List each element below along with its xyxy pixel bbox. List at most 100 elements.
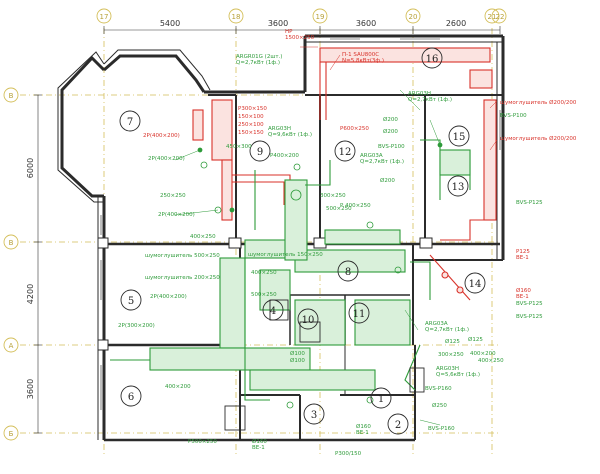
duct-label: шумоглушитель 200×250 <box>145 275 220 281</box>
dim-label: 6000 <box>26 158 35 178</box>
duct-label: 2Р(400×200) <box>158 212 195 218</box>
duct-label: BVS-Р125 <box>516 301 543 307</box>
duct-label: шумоглушитель 500×250 <box>145 253 220 259</box>
duct-label: шумоглушитель 150×250 <box>248 252 323 258</box>
duct-label: Р300×150 <box>238 106 267 112</box>
duct-label: Р600×250 <box>340 126 369 132</box>
axis-labels-top: 17 18 19 20 21 22 <box>100 13 505 21</box>
duct-label: 400×200 <box>470 351 496 357</box>
duct-label: BVS-Р160 <box>425 386 452 392</box>
axis-label: 18 <box>232 13 241 21</box>
axis-label: 19 <box>316 13 325 21</box>
dim-label: 3600 <box>26 379 35 399</box>
duct-label: Ø100 <box>290 357 305 364</box>
duct-label: 2Р(400×200) <box>150 294 187 300</box>
duct-label: Ø200 <box>383 116 398 123</box>
duct-label: 300×250 <box>320 193 346 199</box>
duct-label: BVS-Р125 <box>516 200 543 206</box>
duct-label: 150×150 <box>238 130 264 136</box>
room-number: 14 <box>469 279 482 290</box>
equipment <box>224 299 425 431</box>
duct-label: шумоглушитель Ø200/200 <box>500 99 577 106</box>
room-circles <box>119 47 486 435</box>
room-number: 10 <box>302 315 315 326</box>
axis-label: A <box>9 342 14 350</box>
axis-label: B <box>9 92 14 100</box>
axis-label: 17 <box>100 13 109 21</box>
duct-label: Ø125 <box>468 336 483 343</box>
duct-label: 2Р(400×200) <box>143 133 180 139</box>
room-number: 16 <box>426 54 439 65</box>
room-number: 13 <box>452 182 465 193</box>
duct-label: 250×250 <box>160 193 186 199</box>
duct-label: 400×250 <box>251 270 277 276</box>
duct-label: 500×250 <box>251 292 277 298</box>
room-number: 7 <box>127 117 133 128</box>
duct-label: 300×250 <box>438 352 464 358</box>
duct-label: Ø200 <box>380 177 395 184</box>
room-number: 9 <box>257 147 263 158</box>
room-number: 11 <box>353 309 366 320</box>
room-numbers: 7 9 12 16 15 13 8 14 4 10 11 5 6 1 2 3 <box>127 54 482 431</box>
dimension-lines <box>34 26 501 434</box>
axis-labels-left: B B A Б <box>9 92 14 438</box>
leader-lines <box>174 46 498 426</box>
diffusers <box>197 142 443 409</box>
duct-label: Р300/150 <box>335 451 362 457</box>
duct-label: 400×250 <box>190 234 216 240</box>
duct-label: ARGR01G (2шт.)Q=2,7кВт (1ф.) <box>236 54 282 66</box>
duct-label: Ø100 <box>290 350 305 357</box>
duct-label: Р 400×250 <box>340 203 371 209</box>
room-number: 5 <box>128 296 134 307</box>
duct-label: 150×100 <box>238 114 264 120</box>
duct-label: 400×200 <box>165 384 191 390</box>
duct-label: 2Р(300×200) <box>118 323 155 329</box>
axis-label: Б <box>9 430 14 438</box>
axis-bubbles-left <box>3 87 19 441</box>
dim-label: 4200 <box>26 284 35 304</box>
duct-label: Ø250 <box>432 402 447 409</box>
axis-label: 21 <box>488 13 497 21</box>
duct-label: шумоглушитель Ø200/200 <box>500 135 577 142</box>
room-number: 12 <box>339 147 352 158</box>
duct-label: 250×100 <box>238 122 264 128</box>
room-number: 15 <box>453 132 466 143</box>
axis-label: 20 <box>409 13 418 21</box>
duct-label: 400×250 <box>478 358 504 364</box>
duct-label: BVS-Р125 <box>516 314 543 320</box>
dim-label: 3600 <box>356 19 376 28</box>
duct-label: Ø125 <box>445 338 460 345</box>
room-number: 6 <box>128 392 134 403</box>
duct-label: Ø200 <box>383 128 398 135</box>
duct-label: BVS-Р100 <box>500 113 527 119</box>
duct-label: BVS-Р160 <box>428 426 455 432</box>
dim-label: 3600 <box>268 19 288 28</box>
duct-label: BVS-Р100 <box>378 144 405 150</box>
room-number: 8 <box>345 267 351 278</box>
duct-label: 500×250 <box>326 206 352 212</box>
duct-label: Р400×200 <box>270 153 299 159</box>
duct-label: Р500×250 <box>188 439 217 445</box>
duct-label: 450×300 <box>226 144 252 150</box>
duct-label: 2Р(400×200) <box>148 156 185 162</box>
room-number: 2 <box>395 420 401 431</box>
room-number: 4 <box>270 306 276 317</box>
room-number: 3 <box>311 410 317 421</box>
exhaust-ducts <box>192 47 497 301</box>
axis-label: 22 <box>496 13 505 21</box>
windows <box>100 38 501 410</box>
